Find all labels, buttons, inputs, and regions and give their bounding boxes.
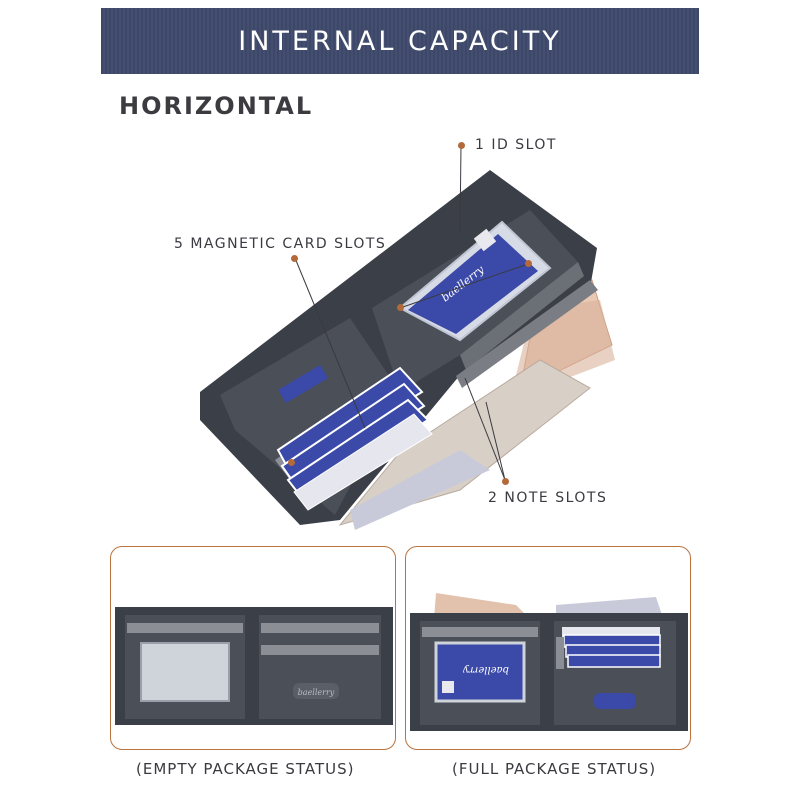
callout-id-slot: 1 ID SLOT	[475, 137, 557, 153]
id-card	[408, 234, 538, 334]
empty-wallet-frame: baellerry	[110, 546, 396, 750]
header-banner: INTERNAL CAPACITY	[101, 8, 699, 74]
callout-note-slots: 2 NOTE SLOTS	[488, 490, 608, 506]
callout-dot-id-right	[525, 260, 532, 267]
full-wallet-frame: baellerry	[405, 546, 691, 750]
empty-wallet-image: baellerry	[115, 607, 393, 725]
full-wallet-image: baellerry	[410, 593, 688, 731]
callout-dot-cards	[291, 255, 298, 262]
full-id-logo-text: baellerry	[463, 664, 509, 675]
card-stack	[275, 366, 433, 511]
callout-dot-id-left	[397, 304, 404, 311]
caption-empty: (EMPTY PACKAGE STATUS)	[136, 760, 355, 778]
callout-card-slots: 5 MAGNETIC CARD SLOTS	[174, 236, 387, 252]
wallet-open-image: baellerry	[200, 144, 615, 530]
callout-dot-card-stack	[288, 459, 295, 466]
logo-tab	[278, 365, 328, 403]
section-title: HORIZONTAL	[119, 92, 314, 120]
callout-dot-id	[458, 142, 465, 149]
banner-title: INTERNAL CAPACITY	[238, 25, 562, 57]
caption-full: (FULL PACKAGE STATUS)	[452, 760, 657, 778]
callout-dot-notes	[502, 478, 509, 485]
empty-logo-text: baellerry	[298, 688, 335, 697]
banknotes-front	[338, 359, 591, 530]
